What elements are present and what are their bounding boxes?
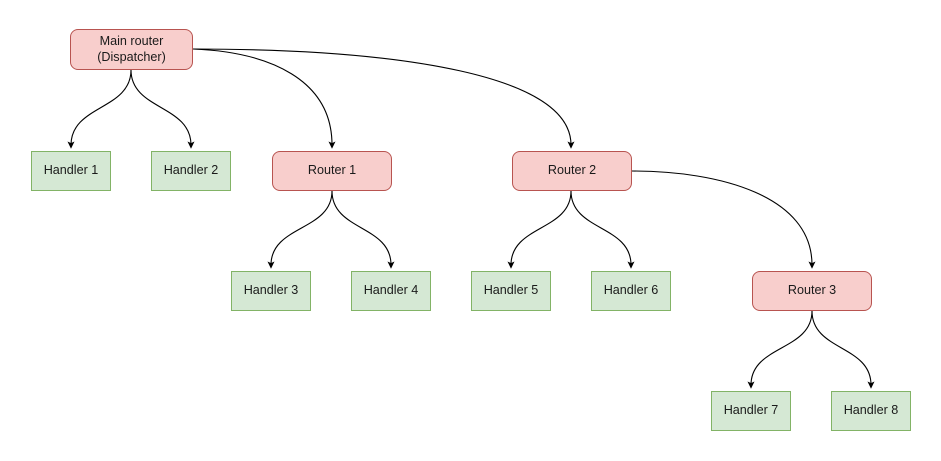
node-main-router[interactable]: Main router (Dispatcher): [70, 29, 193, 70]
node-label-router-1: Router 1: [307, 163, 357, 178]
edge-router-3-to-handler-8: [811, 310, 875, 389]
node-handler-4[interactable]: Handler 4: [351, 271, 431, 311]
edge-router-2-to-handler-5: [507, 190, 572, 269]
node-handler-2[interactable]: Handler 2: [151, 151, 231, 191]
edge-router-2-to-handler-6: [570, 190, 635, 269]
node-label-handler-1: Handler 1: [43, 163, 99, 178]
node-label-router-3: Router 3: [787, 283, 837, 298]
node-router-2[interactable]: Router 2: [512, 151, 632, 191]
node-label-handler-8: Handler 8: [843, 403, 899, 418]
node-handler-8[interactable]: Handler 8: [831, 391, 911, 431]
node-label-handler-3: Handler 3: [243, 283, 299, 298]
node-label-main-router: Main router (Dispatcher): [97, 33, 166, 64]
node-handler-1[interactable]: Handler 1: [31, 151, 111, 191]
node-label-handler-5: Handler 5: [483, 283, 539, 298]
node-router-1[interactable]: Router 1: [272, 151, 392, 191]
node-handler-7[interactable]: Handler 7: [711, 391, 791, 431]
edge-router-2-to-router-3: [631, 170, 816, 269]
edge-main-to-handler-1: [67, 69, 132, 149]
node-label-handler-2: Handler 2: [163, 163, 219, 178]
edge-router-3-to-handler-7: [747, 310, 813, 389]
node-label-handler-4: Handler 4: [363, 283, 419, 298]
node-handler-3[interactable]: Handler 3: [231, 271, 311, 311]
edge-main-to-handler-2: [130, 69, 195, 149]
node-label-handler-6: Handler 6: [603, 283, 659, 298]
edge-main-to-router-2: [192, 48, 575, 149]
edge-router-1-to-handler-3: [267, 190, 333, 269]
edge-router-1-to-handler-4: [331, 190, 395, 269]
edges-group: [67, 48, 875, 389]
node-label-router-2: Router 2: [547, 163, 597, 178]
node-label-handler-7: Handler 7: [723, 403, 779, 418]
node-handler-5[interactable]: Handler 5: [471, 271, 551, 311]
node-router-3[interactable]: Router 3: [752, 271, 872, 311]
edge-main-to-router-1: [192, 48, 336, 149]
node-handler-6[interactable]: Handler 6: [591, 271, 671, 311]
